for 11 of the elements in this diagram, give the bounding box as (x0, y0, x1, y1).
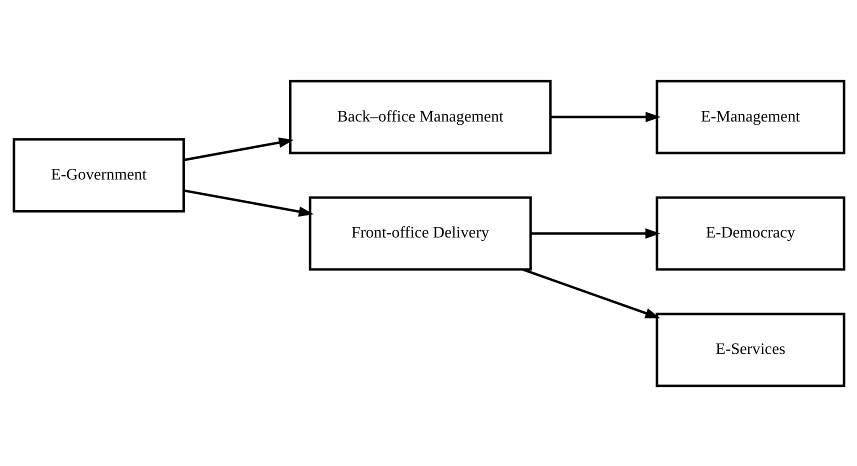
arrow (550, 111, 660, 122)
arrow (183, 188, 314, 216)
node-box: E-Democracy (655, 196, 845, 270)
arrow (183, 136, 294, 161)
arrow (530, 228, 660, 238)
arrow (522, 268, 660, 318)
node-box: E-Management (655, 79, 845, 154)
node-box: E-Services (655, 312, 845, 387)
node-box: Front-office Delivery (308, 196, 532, 270)
node-box: E-Government (12, 138, 184, 212)
node-box: Back–office Management (288, 79, 552, 154)
